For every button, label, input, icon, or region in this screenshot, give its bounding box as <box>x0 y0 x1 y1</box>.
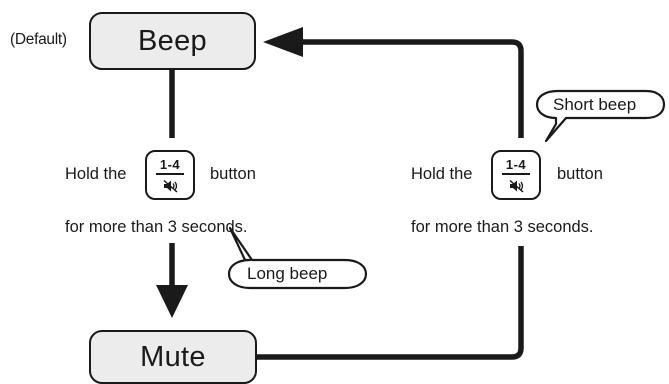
left-button-divider <box>156 173 184 175</box>
short-beep-bubble <box>535 89 666 143</box>
mute-state-box: Mute <box>89 330 257 384</box>
default-label: (Default) <box>10 31 67 48</box>
speaker-muted-icon <box>509 179 524 193</box>
right-duration-text: for more than 3 seconds. <box>411 218 594 236</box>
right-button-word: button <box>557 165 603 183</box>
speaker-muted-icon <box>163 179 178 193</box>
beep-state-label: Beep <box>138 24 207 57</box>
right-button-key-label: 1-4 <box>505 157 527 172</box>
long-beep-label: Long beep <box>247 264 328 283</box>
right-button-icon: 1-4 <box>491 150 541 200</box>
long-beep-bubble <box>227 226 368 290</box>
arrow-down-icon <box>156 285 188 318</box>
left-hold-text: Hold the <box>65 165 127 183</box>
mute-to-beep-path-upper <box>298 39 524 138</box>
arrow-left-icon <box>263 27 303 57</box>
right-button-divider <box>502 173 530 175</box>
mute-state-label: Mute <box>140 340 206 373</box>
right-hold-text: Hold the <box>411 165 473 183</box>
beep-state-box: Beep <box>89 12 256 70</box>
left-button-word: button <box>210 165 256 183</box>
short-beep-label: Short beep <box>553 95 637 114</box>
left-button-icon: 1-4 <box>145 150 195 200</box>
mute-to-beep-path-lower <box>255 246 524 360</box>
left-duration-text: for more than 3 seconds. <box>65 218 248 236</box>
left-button-key-label: 1-4 <box>159 157 181 172</box>
